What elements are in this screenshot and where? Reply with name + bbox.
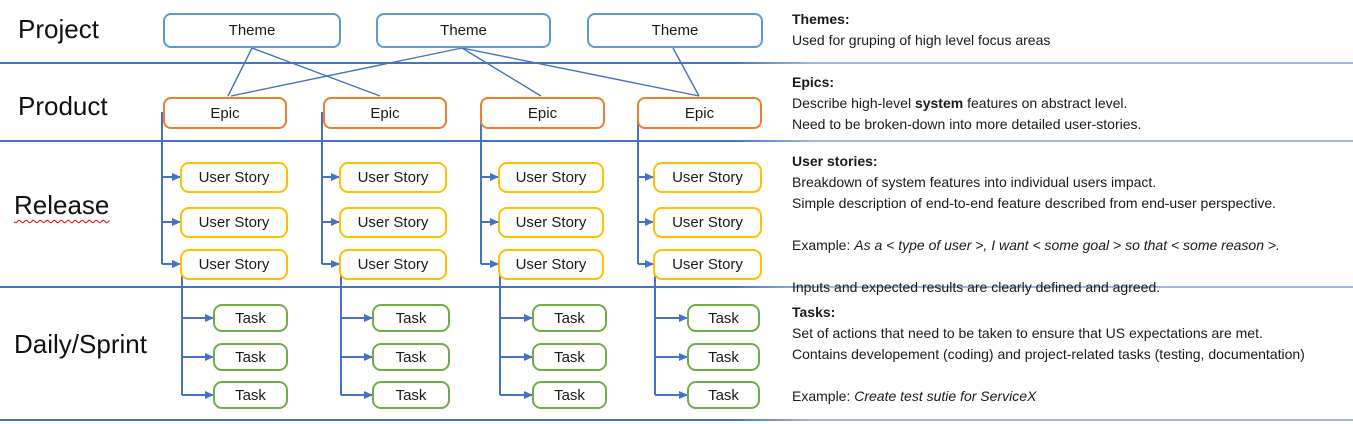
connector-theme2-epic3 xyxy=(461,47,542,97)
annotation-example: Example: As a < type of user >, I want <… xyxy=(792,235,1352,256)
annotation-text: Need to be broken-down into more detaile… xyxy=(792,116,1142,132)
annotation-text: Contains developement (coding) and proje… xyxy=(792,346,1305,362)
column3-connectors xyxy=(480,112,533,399)
theme-epic-connectors xyxy=(227,47,700,97)
user-story-box: User Story xyxy=(653,207,762,238)
epics-annotation: Epics: Describe high-level system featur… xyxy=(792,72,1352,135)
row-divider xyxy=(0,419,1353,421)
epic-box: Epic xyxy=(163,97,287,129)
themes-annotation: Themes: Used for gruping of high level f… xyxy=(792,9,1352,51)
annotation-heading: Tasks: xyxy=(792,304,836,320)
annotation-text: Set of actions that need to be taken to … xyxy=(792,325,1263,341)
row-label-release: Release xyxy=(14,190,110,220)
annotation-text: Inputs and expected results are clearly … xyxy=(792,279,1161,295)
row-divider xyxy=(0,140,1353,142)
task-box: Task xyxy=(213,304,288,332)
epic-box: Epic xyxy=(637,97,762,129)
row-divider xyxy=(0,286,1353,288)
column2-connectors xyxy=(321,112,373,399)
task-box: Task xyxy=(532,381,607,409)
column1-connectors xyxy=(161,112,214,399)
task-box: Task xyxy=(213,343,288,371)
user-story-box: User Story xyxy=(498,207,604,238)
row-divider xyxy=(0,62,1353,64)
annotation-heading: Themes: xyxy=(792,11,850,27)
example-label: Example: xyxy=(792,388,855,404)
user-story-box: User Story xyxy=(653,162,762,193)
text-segment: features on abstract level. xyxy=(963,95,1128,111)
text-segment-bold: system xyxy=(914,95,964,111)
epic-box: Epic xyxy=(480,97,605,129)
task-box: Task xyxy=(532,304,607,332)
connector-theme2-epic1 xyxy=(230,47,463,97)
annotation-example: Example: Create test sutie for ServiceX xyxy=(792,386,1352,407)
theme-box: Theme xyxy=(587,13,763,48)
tasks-annotation: Tasks: Set of actions that need to be ta… xyxy=(792,302,1352,407)
annotation-text: Simple description of end-to-end feature… xyxy=(792,195,1277,211)
task-box: Task xyxy=(213,381,288,409)
connector-theme1-epic2 xyxy=(251,47,381,97)
row-label-project: Project xyxy=(18,14,99,44)
connector-theme2-epic4 xyxy=(461,47,700,97)
example-text: Create test sutie for ServiceX xyxy=(854,388,1037,404)
user-story-box: User Story xyxy=(339,249,447,280)
spacer xyxy=(792,256,1352,277)
task-box: Task xyxy=(687,381,760,409)
task-box: Task xyxy=(372,381,450,409)
example-text: As a < type of user >, I want < some goa… xyxy=(854,237,1280,253)
spacer xyxy=(792,365,1352,386)
task-box: Task xyxy=(532,343,607,371)
epic-box: Epic xyxy=(323,97,447,129)
annotation-heading: User stories: xyxy=(792,153,878,169)
connector-theme3-epic4 xyxy=(672,47,700,97)
spacer xyxy=(792,214,1352,235)
theme-box: Theme xyxy=(376,13,551,48)
user-story-box: User Story xyxy=(498,162,604,193)
user-story-box: User Story xyxy=(339,162,447,193)
annotation-text: Breakdown of system features into indivi… xyxy=(792,174,1157,190)
example-label: Example: xyxy=(792,237,855,253)
connector-theme1-epic1 xyxy=(227,47,253,97)
task-box: Task xyxy=(372,304,450,332)
task-box: Task xyxy=(687,304,760,332)
user-story-box: User Story xyxy=(180,249,288,280)
user-story-box: User Story xyxy=(653,249,762,280)
annotation-text: Used for gruping of high level focus are… xyxy=(792,32,1051,48)
theme-box: Theme xyxy=(163,13,341,48)
text-segment: Describe high-level xyxy=(792,95,915,111)
user-story-box: User Story xyxy=(498,249,604,280)
user-story-box: User Story xyxy=(180,207,288,238)
user-story-box: User Story xyxy=(339,207,447,238)
row-label-product: Product xyxy=(18,91,108,121)
task-box: Task xyxy=(687,343,760,371)
row-label-daily-sprint: Daily/Sprint xyxy=(14,329,147,359)
task-box: Task xyxy=(372,343,450,371)
user-story-box: User Story xyxy=(180,162,288,193)
user-stories-annotation: User stories: Breakdown of system featur… xyxy=(792,151,1352,298)
annotation-text: Describe high-level system features on a… xyxy=(792,93,1352,114)
column4-connectors xyxy=(637,112,688,399)
annotation-heading: Epics: xyxy=(792,74,835,90)
